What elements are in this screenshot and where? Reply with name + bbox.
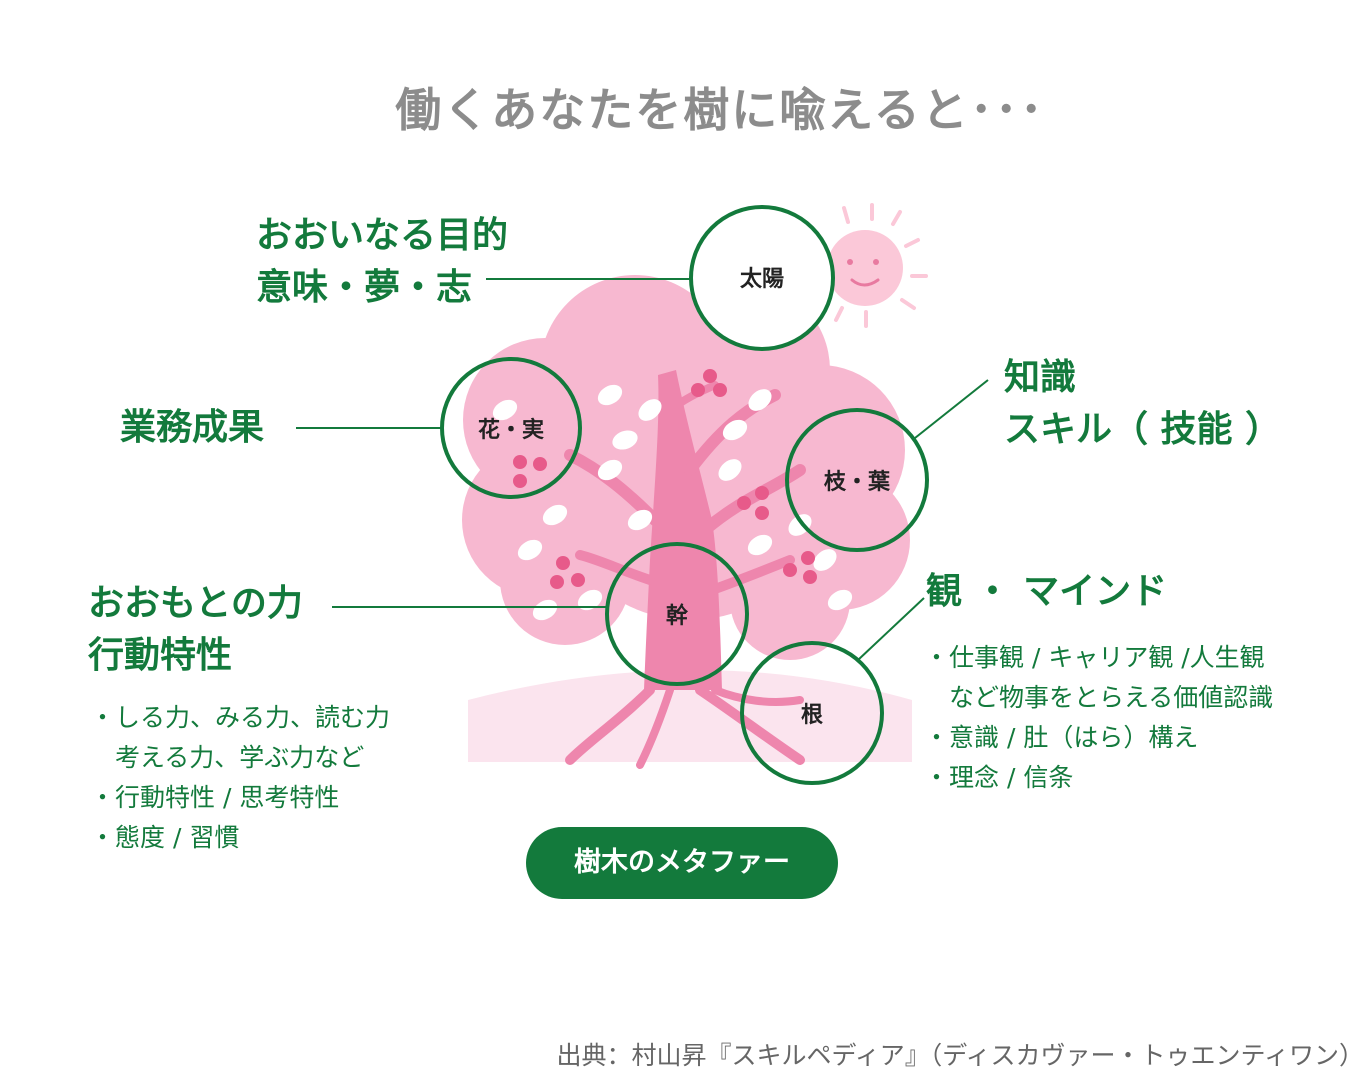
- connector-lines: [296, 278, 989, 661]
- label-results: 業務成果: [120, 402, 264, 454]
- label-mind: 観 ・ マインド: [926, 566, 1167, 618]
- caption-badge: 樹木のメタファー: [526, 827, 838, 899]
- notes-mind-item: ・仕事観 / キャリア観 /人生観: [924, 643, 1265, 672]
- circle-label-sun: 太陽: [740, 267, 784, 292]
- label-base-line-1: おおもとの力: [88, 583, 303, 624]
- circle-label-trunk: 幹: [666, 603, 689, 629]
- source-citation: 出典：村山昇『スキルペディア』（ディスカヴァー・トゥエンティワン）: [556, 1041, 1364, 1070]
- notes-mind: ・仕事観 / キャリア観 /人生観 など物事をとらえる価値認識 ・意識 / 肚（…: [924, 638, 1273, 798]
- notes-base-item: 考える力、学ぶ力など: [90, 743, 365, 772]
- circle-root: 根: [740, 641, 884, 785]
- label-base-line-2: 行動特性: [88, 635, 233, 676]
- label-knowledge-line-2: スキル（ 技能 ）: [1004, 409, 1282, 450]
- label-purpose: おおいなる目的 意味・夢・志: [256, 210, 508, 314]
- circle-label-root: 根: [801, 703, 823, 728]
- label-purpose-line-2: 意味・夢・志: [256, 267, 473, 308]
- notes-mind-item: ・意識 / 肚（はら）構え: [924, 723, 1199, 752]
- notes-base-item: ・行動特性 / 思考特性: [90, 783, 340, 812]
- notes-mind-item: など物事をとらえる価値認識: [924, 683, 1274, 712]
- page-title: 働くあなたを樹に喩えると･･･: [395, 83, 1045, 137]
- circle-label-branch: 枝・葉: [824, 470, 891, 495]
- circle-flower: 花・実: [440, 357, 582, 499]
- notes-base: ・しる力、みる力、読む力 考える力、学ぶ力など ・行動特性 / 思考特性 ・態度…: [90, 698, 390, 858]
- circle-sun: 太陽: [689, 205, 835, 351]
- sun-illustration: [827, 203, 928, 328]
- label-knowledge: 知識 スキル（ 技能 ）: [1004, 352, 1281, 456]
- notes-base-item: ・態度 / 習慣: [90, 823, 240, 852]
- label-base: おおもとの力 行動特性: [88, 578, 303, 682]
- label-knowledge-line-1: 知識: [1004, 357, 1077, 398]
- label-mind-line-1: 観 ・ マインド: [926, 571, 1168, 612]
- circle-label-flower: 花・実: [478, 417, 544, 443]
- notes-base-item: ・しる力、みる力、読む力: [90, 703, 391, 732]
- label-results-line-1: 業務成果: [120, 407, 265, 448]
- ground-hill: [468, 670, 912, 762]
- circle-branch: 枝・葉: [785, 408, 929, 552]
- notes-mind-item: ・理念 / 信条: [924, 763, 1074, 792]
- tree-leaves: [492, 384, 853, 621]
- circle-trunk: 幹: [605, 542, 749, 686]
- label-purpose-line-1: おおいなる目的: [256, 215, 509, 256]
- tree-berries: [513, 369, 817, 589]
